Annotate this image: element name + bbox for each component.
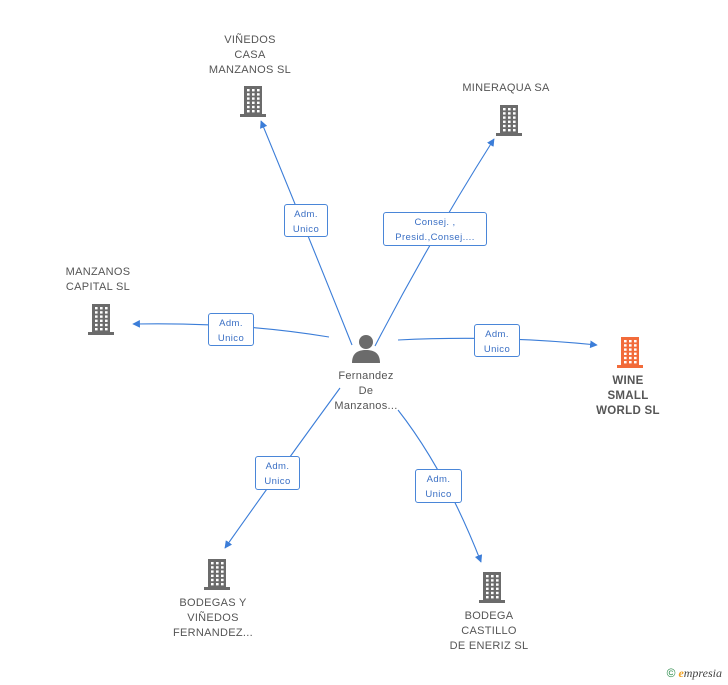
building-icon[interactable] — [201, 557, 233, 596]
company-label-wine-small-world[interactable]: WINE SMALL WORLD SL — [596, 375, 660, 417]
building-icon[interactable] — [614, 335, 646, 374]
edge-label-bodega-castillo: Adm. Unico — [415, 469, 462, 503]
company-label-manzanos-capital[interactable]: MANZANOS CAPITAL SL — [65, 266, 131, 293]
center-person-label[interactable]: Fernandez De Manzanos... — [334, 370, 398, 412]
copyright-footer: ©empresia — [667, 666, 722, 681]
brand-logo-e: e — [678, 666, 684, 680]
building-icon[interactable] — [493, 103, 525, 142]
person-icon[interactable] — [350, 333, 382, 363]
building-icon[interactable] — [476, 570, 508, 609]
edge-label-bodegas-vinedos: Adm. Unico — [255, 456, 300, 490]
building-icon[interactable] — [85, 302, 117, 341]
edge-label-mineraqua: Consej. , Presid.,Consej.... — [383, 212, 487, 246]
company-label-vinedos-casa[interactable]: VIÑEDOS CASA MANZANOS SL — [208, 34, 292, 76]
brand-name: mpresia — [683, 666, 722, 680]
company-label-mineraqua[interactable]: MINERAQUA SA — [462, 82, 550, 94]
copyright-symbol: © — [666, 666, 676, 680]
edge-label-manzanos-capital: Adm. Unico — [208, 313, 254, 346]
company-label-bodegas-vinedos[interactable]: BODEGAS Y VIÑEDOS FERNANDEZ... — [173, 597, 253, 639]
building-icon[interactable] — [237, 84, 269, 123]
edge-label-wine-small-world: Adm. Unico — [474, 324, 520, 357]
edge-label-vinedos-casa: Adm. Unico — [284, 204, 328, 237]
company-label-bodega-castillo[interactable]: BODEGA CASTILLO DE ENERIZ SL — [449, 610, 529, 652]
